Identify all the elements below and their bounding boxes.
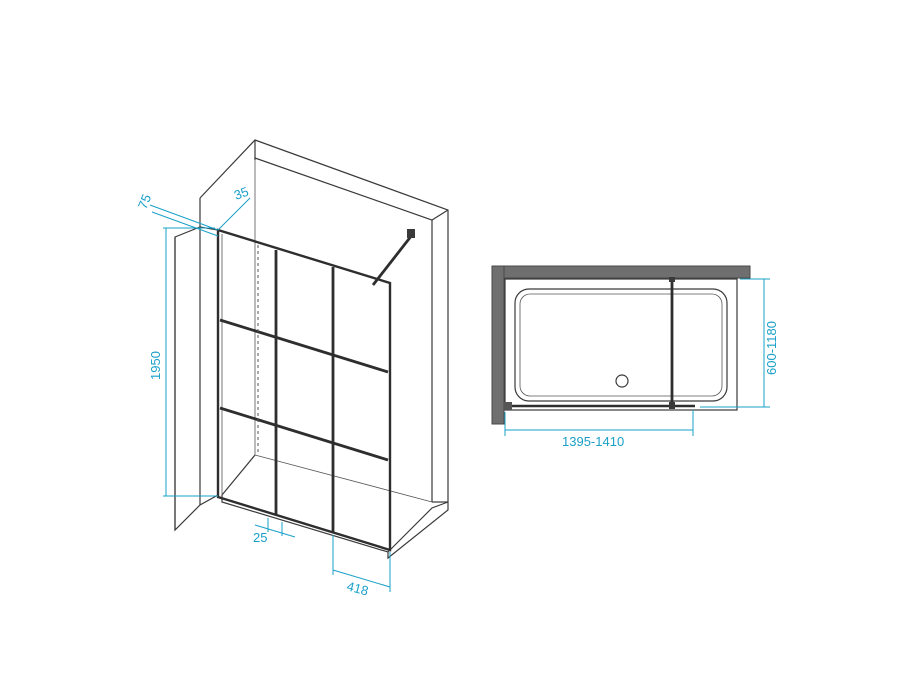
top-wall (491, 265, 751, 279)
floor-left-edge (221, 454, 256, 496)
dim-label-35: 35 (232, 184, 251, 203)
glass-panel (216, 228, 392, 552)
back-wall-thickness-top (431, 209, 449, 221)
floor-back-edge (254, 454, 433, 503)
dim-418-line (332, 569, 391, 588)
floor-tray (221, 454, 449, 560)
side-wall-face (174, 226, 219, 532)
support-arm-rod (371, 234, 414, 286)
back-wall-top-edge (199, 139, 449, 502)
back-wall-inner-edge (254, 157, 433, 502)
side-wall (174, 198, 219, 532)
dim-35-line (217, 197, 251, 231)
support-arm-bracket (407, 229, 415, 238)
tray-inner-2 (519, 293, 723, 397)
dim-label-418: 418 (345, 578, 370, 598)
horizontal-bar-upper (219, 318, 389, 374)
drain-icon (615, 374, 629, 388)
support-arm (371, 229, 415, 286)
dim-label-25: 25 (253, 530, 267, 545)
dim-75-line (149, 204, 219, 231)
dim-panel-width: 418 (332, 535, 391, 599)
dim-25-line (254, 524, 296, 538)
support-arm-top-bracket (669, 277, 675, 282)
panel-outer-frame (216, 228, 392, 552)
dim-label-width: 600-1180 (764, 321, 779, 375)
dim-height: 1950 (148, 227, 218, 497)
dim-label-1950: 1950 (148, 351, 163, 380)
dim-75-line-2 (151, 211, 219, 237)
dim-bottom-gap: 25 (253, 518, 296, 545)
top-view: 1395-1410 600-1180 (491, 265, 779, 449)
support-arm-top-clamp (669, 402, 675, 409)
left-wall (491, 265, 505, 425)
tray-side-edge (387, 502, 449, 560)
dim-label-length: 1395-1410 (562, 434, 624, 449)
wall-profile-top (504, 402, 512, 410)
dim-top-profile: 75 35 (135, 184, 251, 237)
room-outline (199, 139, 449, 503)
dim-label-75: 75 (135, 192, 154, 211)
tray-outer (504, 278, 738, 411)
horizontal-bar-lower (219, 406, 389, 462)
perspective-view: 75 35 1950 25 418 (135, 139, 449, 599)
tray-inner (514, 288, 728, 402)
